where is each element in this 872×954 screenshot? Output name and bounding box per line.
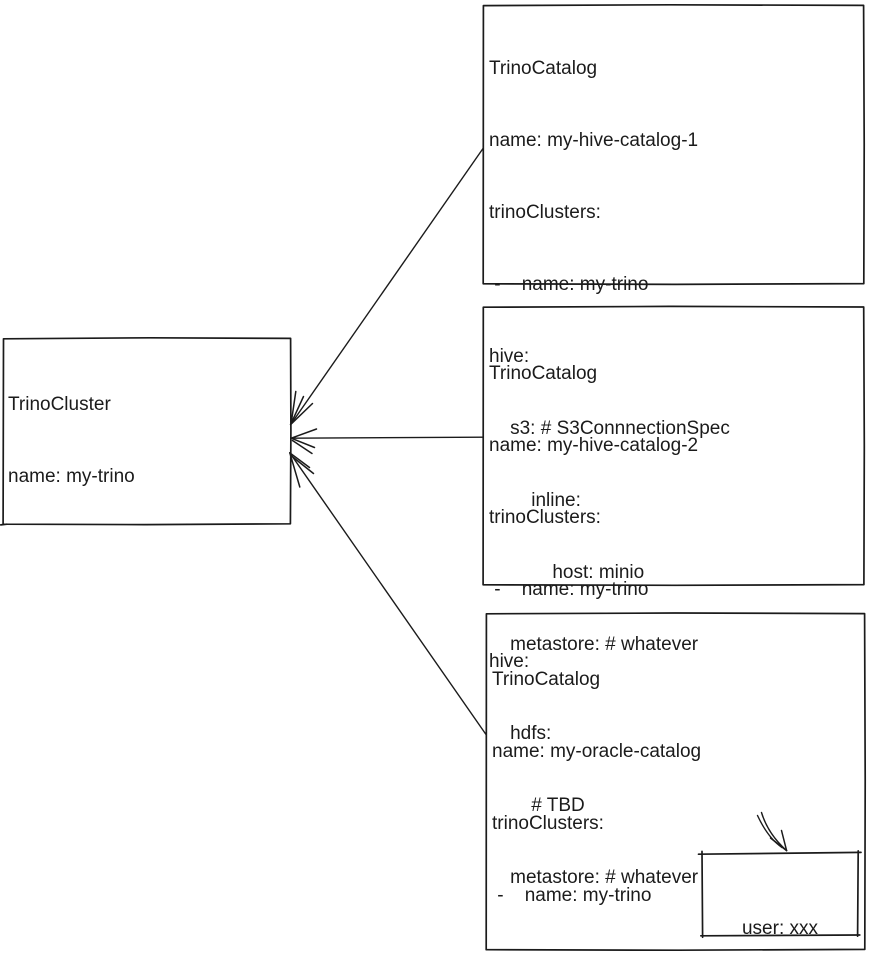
trinocluster-node: TrinoCluster name: my-trino — [8, 345, 135, 537]
yaml-line: name: my-hive-catalog-2 — [489, 435, 699, 456]
trinocluster-box-overshoot — [0, 523, 8, 526]
yaml-line: name: my-oracle-catalog — [492, 741, 702, 762]
edge-catalog2-arrowhead-icon — [291, 439, 313, 455]
node-title: TrinoCatalog — [489, 58, 598, 79]
yaml-line: - name: my-trino — [489, 274, 649, 295]
yaml-line: metastore: # whatever — [489, 867, 699, 888]
edge-catalog1-arrowhead-icon — [289, 402, 314, 426]
yaml-line: name: my-trino — [8, 466, 135, 487]
yaml-line: hive: — [489, 651, 530, 672]
yaml-line: name: my-hive-catalog-1 — [489, 130, 699, 151]
yaml-line: host: minio — [489, 562, 645, 583]
edge-catalog2-arrowhead-icon — [290, 428, 318, 439]
trinocatalog-1-box-outline — [482, 3, 866, 286]
trinocluster-box-outline — [2, 336, 292, 526]
secret-box-bottom-edge — [699, 934, 861, 937]
yaml-line: hive: — [489, 346, 530, 367]
yaml-line: trinoClusters: — [492, 813, 604, 834]
yaml-line: hdfs: — [489, 723, 552, 744]
node-title: TrinoCatalog — [489, 363, 598, 384]
secret-box-top-edge — [697, 851, 862, 856]
trinocatalog-3-box-outline — [485, 612, 867, 952]
secret-box-left-edge — [701, 850, 704, 939]
trinocatalog-2-node: TrinoCatalog name: my-hive-catalog-2 tri… — [489, 314, 698, 938]
yaml-line: inline: — [489, 490, 581, 511]
secret-arrowhead-icon — [769, 837, 788, 852]
edge-catalog3-cluster-line — [289, 452, 487, 736]
edge-catalog2-cluster-line — [290, 436, 484, 439]
secret-user-line: user: xxx — [741, 918, 819, 939]
yaml-line: - name: my-trino — [489, 579, 649, 600]
edge-catalog2-arrowhead-icon — [290, 437, 316, 449]
yaml-line: s3: # S3ConnnectionSpec — [489, 418, 730, 439]
yaml-line: metastore: # whatever — [489, 634, 699, 655]
yaml-line: - name: my-trino — [492, 885, 652, 906]
node-title: TrinoCatalog — [492, 669, 601, 690]
credentials-secret-node: user: xxx password: xxx — [702, 869, 858, 954]
yaml-line: # TBD — [489, 795, 585, 816]
yaml-line: trinoClusters: — [489, 507, 601, 528]
edge-catalog3-arrowhead-icon — [289, 452, 301, 488]
node-title: TrinoCluster — [8, 394, 111, 415]
edge-catalog1-arrowhead-icon — [289, 395, 305, 426]
edge-catalog3-arrowhead-icon — [289, 452, 311, 469]
yaml-line: trinoClusters: — [489, 202, 601, 223]
secret-box-right-edge — [856, 849, 860, 938]
secret-arrowhead-icon — [780, 829, 788, 852]
trinocatalog-1-node: TrinoCatalog name: my-hive-catalog-1 tri… — [489, 9, 730, 705]
edge-catalog3-arrowhead-icon — [290, 455, 315, 475]
edge-catalog1-arrowhead-icon — [290, 390, 297, 422]
edge-catalog1-cluster-line — [289, 147, 484, 426]
trinocatalog-2-box-outline — [482, 305, 866, 587]
trinocatalog-3-node: TrinoCatalog name: my-oracle-catalog tri… — [492, 620, 824, 954]
